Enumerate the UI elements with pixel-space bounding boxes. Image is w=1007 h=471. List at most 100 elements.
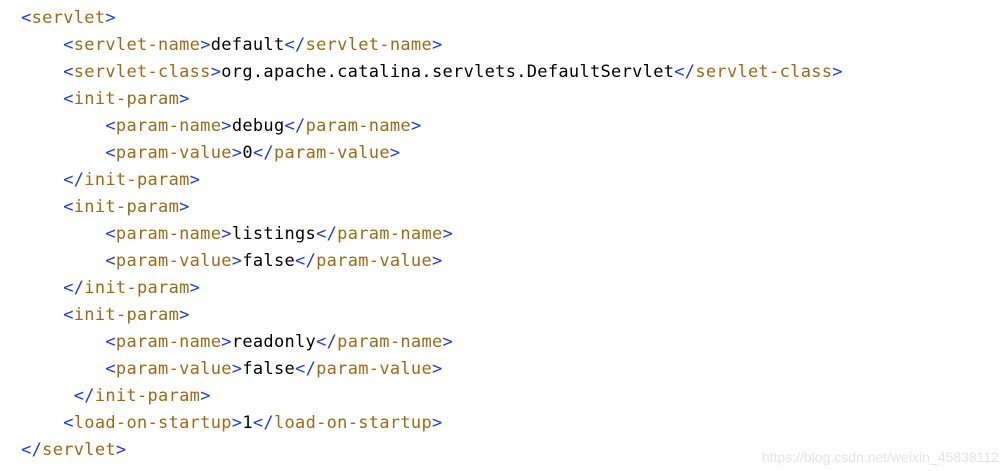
- open-tag-name: param-name: [115, 116, 222, 136]
- indent: [0, 278, 63, 298]
- code-line: <param-value>false</param-value>: [0, 356, 443, 383]
- code-line: <param-name>readonly</param-name>: [0, 329, 453, 356]
- element-text: 1: [242, 413, 253, 433]
- code-line: <init-param>: [0, 194, 190, 221]
- open-tag-name: init-param: [73, 89, 180, 109]
- tag-close-bracket: >: [431, 35, 443, 55]
- open-tag-name: servlet: [31, 8, 106, 28]
- end-tag-open-bracket: </: [295, 359, 317, 379]
- tag-open-bracket: <: [63, 62, 74, 82]
- code-line: <param-value>false</param-value>: [0, 248, 443, 275]
- indent: [0, 197, 63, 217]
- indent: [0, 332, 105, 352]
- watermark: https://blog.csdn.net/weixin_45838112: [761, 449, 999, 465]
- tag-close-bracket: >: [231, 143, 243, 163]
- tag-close-bracket: >: [189, 170, 201, 190]
- tag-close-bracket: >: [442, 224, 454, 244]
- open-tag-name: param-value: [115, 143, 232, 163]
- tag-close-bracket: >: [179, 197, 190, 217]
- element-text: org.apache.catalina.servlets.DefaultServ…: [221, 62, 675, 82]
- tag-close-bracket: >: [200, 35, 211, 55]
- indent: [0, 251, 105, 271]
- code-line: <init-param>: [0, 302, 190, 329]
- indent: [0, 170, 63, 190]
- open-tag-name: param-name: [115, 224, 222, 244]
- tag-open-bracket: <: [105, 359, 116, 379]
- code-line: <param-name>debug</param-name>: [0, 113, 421, 140]
- tag-close-bracket: >: [221, 224, 232, 244]
- tag-open-bracket: <: [105, 251, 116, 271]
- tag-close-bracket: >: [200, 386, 211, 406]
- indent: [0, 413, 63, 433]
- tag-open-bracket: <: [63, 89, 74, 109]
- code-line: <param-name>listings</param-name>: [0, 221, 453, 248]
- end-tag-open-bracket: </: [21, 440, 43, 460]
- code-line: <servlet-name>default</servlet-name>: [0, 32, 443, 59]
- indent: [0, 62, 63, 82]
- indent: [0, 440, 21, 460]
- close-tag-name: param-name: [337, 332, 443, 352]
- code-line: </init-param>: [0, 275, 200, 302]
- tag-close-bracket: >: [410, 116, 422, 136]
- end-tag-open-bracket: </: [674, 62, 696, 82]
- end-tag-open-bracket: </: [252, 413, 274, 433]
- close-tag-name: servlet-name: [305, 35, 432, 55]
- code-line: </init-param>: [0, 383, 211, 410]
- open-tag-name: param-value: [115, 359, 232, 379]
- tag-open-bracket: <: [105, 224, 116, 244]
- close-tag-name: param-value: [316, 251, 432, 271]
- code-line: </servlet>: [0, 437, 126, 464]
- tag-close-bracket: >: [389, 143, 401, 163]
- end-tag-open-bracket: </: [73, 386, 95, 406]
- code-line: <param-value>0</param-value>: [0, 140, 400, 167]
- close-tag-name: load-on-startup: [273, 413, 432, 433]
- tag-close-bracket: >: [432, 359, 443, 379]
- tag-close-bracket: >: [189, 278, 201, 298]
- element-text: false: [242, 359, 296, 379]
- close-tag-name: servlet-class: [695, 62, 833, 82]
- close-tag-name: param-name: [337, 224, 443, 244]
- tag-close-bracket: >: [231, 359, 243, 379]
- end-tag-open-bracket: </: [295, 251, 317, 271]
- tag-close-bracket: >: [179, 305, 190, 325]
- open-tag-name: servlet-class: [73, 62, 211, 82]
- tag-open-bracket: <: [105, 332, 116, 352]
- tag-close-bracket: >: [115, 440, 127, 460]
- indent: [0, 305, 63, 325]
- tag-open-bracket: <: [63, 305, 74, 325]
- close-tag-name: init-param: [94, 386, 201, 406]
- code-line: <servlet>: [0, 5, 116, 32]
- end-tag-open-bracket: </: [63, 170, 85, 190]
- indent: [0, 143, 105, 163]
- indent: [0, 359, 105, 379]
- tag-close-bracket: >: [832, 62, 843, 82]
- indent: [0, 116, 105, 136]
- tag-open-bracket: <: [63, 413, 74, 433]
- tag-close-bracket: >: [221, 116, 232, 136]
- element-text: false: [242, 251, 296, 271]
- open-tag-name: param-name: [115, 332, 222, 352]
- indent: [0, 8, 21, 28]
- tag-open-bracket: <: [105, 143, 116, 163]
- end-tag-open-bracket: </: [284, 35, 306, 55]
- open-tag-name: init-param: [73, 305, 180, 325]
- tag-open-bracket: <: [21, 8, 32, 28]
- tag-close-bracket: >: [210, 62, 222, 82]
- close-tag-name: init-param: [84, 170, 190, 190]
- close-tag-name: param-value: [316, 359, 432, 379]
- open-tag-name: init-param: [73, 197, 180, 217]
- open-tag-name: servlet-name: [73, 35, 201, 55]
- end-tag-open-bracket: </: [252, 143, 274, 163]
- tag-close-bracket: >: [432, 251, 443, 271]
- tag-open-bracket: <: [105, 116, 116, 136]
- open-tag-name: load-on-startup: [73, 413, 232, 433]
- indent: [0, 89, 63, 109]
- code-line: </init-param>: [0, 167, 200, 194]
- close-tag-name: servlet: [42, 440, 116, 460]
- end-tag-open-bracket: </: [284, 116, 306, 136]
- end-tag-open-bracket: </: [316, 224, 338, 244]
- element-text: debug: [231, 116, 285, 136]
- tag-close-bracket: >: [231, 251, 243, 271]
- tag-close-bracket: >: [442, 332, 454, 352]
